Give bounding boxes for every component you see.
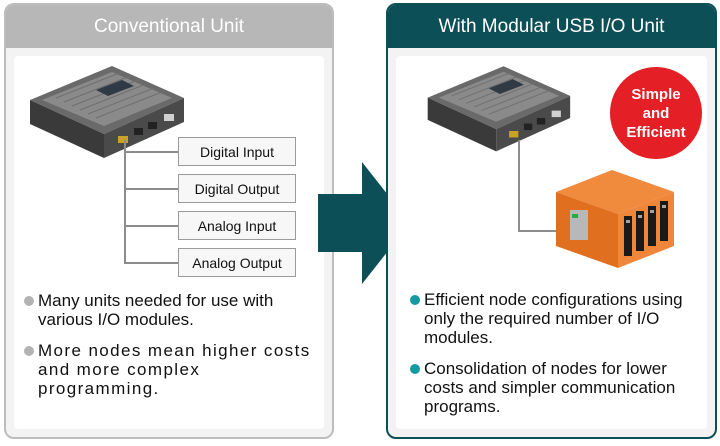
computer-unit-icon [30, 66, 184, 158]
simple-efficient-badge: Simple and Efficient [610, 67, 702, 159]
bullet-text: More nodes mean higher costs and more co… [38, 341, 311, 398]
bullet-dot-icon [410, 364, 420, 374]
modular-bullet-list: Efficient node configurations using only… [410, 290, 710, 428]
left-wire-2 [124, 188, 178, 190]
modular-usb-title: With Modular USB I/O Unit [388, 5, 715, 48]
computer-unit-icon [427, 66, 571, 152]
io-box-analog-input: Analog Input [178, 211, 296, 240]
list-item: Consolidation of nodes for lower costs a… [410, 359, 710, 416]
left-wire-1 [124, 151, 178, 153]
arrow-right-icon [318, 162, 410, 284]
bullet-dot-icon [24, 296, 34, 306]
left-wire-3 [124, 225, 178, 227]
left-wire-vertical [124, 140, 126, 264]
conventional-unit-title: Conventional Unit [6, 5, 332, 48]
io-box-digital-input: Digital Input [178, 137, 296, 166]
conventional-bullet-list: Many units needed for use with various I… [24, 291, 324, 410]
bullet-text: Efficient node configurations using only… [424, 290, 683, 347]
io-box-digital-output: Digital Output [178, 174, 296, 203]
list-item: Efficient node configurations using only… [410, 290, 710, 347]
io-box-analog-output: Analog Output [178, 248, 296, 277]
right-wire-horizontal [518, 230, 558, 232]
bullet-text: Consolidation of nodes for lower costs a… [424, 359, 676, 416]
badge-text: Simple and Efficient [626, 85, 686, 141]
right-wire-vertical [518, 140, 520, 232]
bullet-dot-icon [24, 346, 34, 356]
bullet-dot-icon [410, 295, 420, 305]
left-wire-4 [124, 262, 178, 264]
bullet-text: Many units needed for use with various I… [38, 291, 274, 329]
modular-io-unit-icon [556, 170, 674, 268]
list-item: Many units needed for use with various I… [24, 291, 324, 329]
list-item: More nodes mean higher costs and more co… [24, 341, 324, 398]
